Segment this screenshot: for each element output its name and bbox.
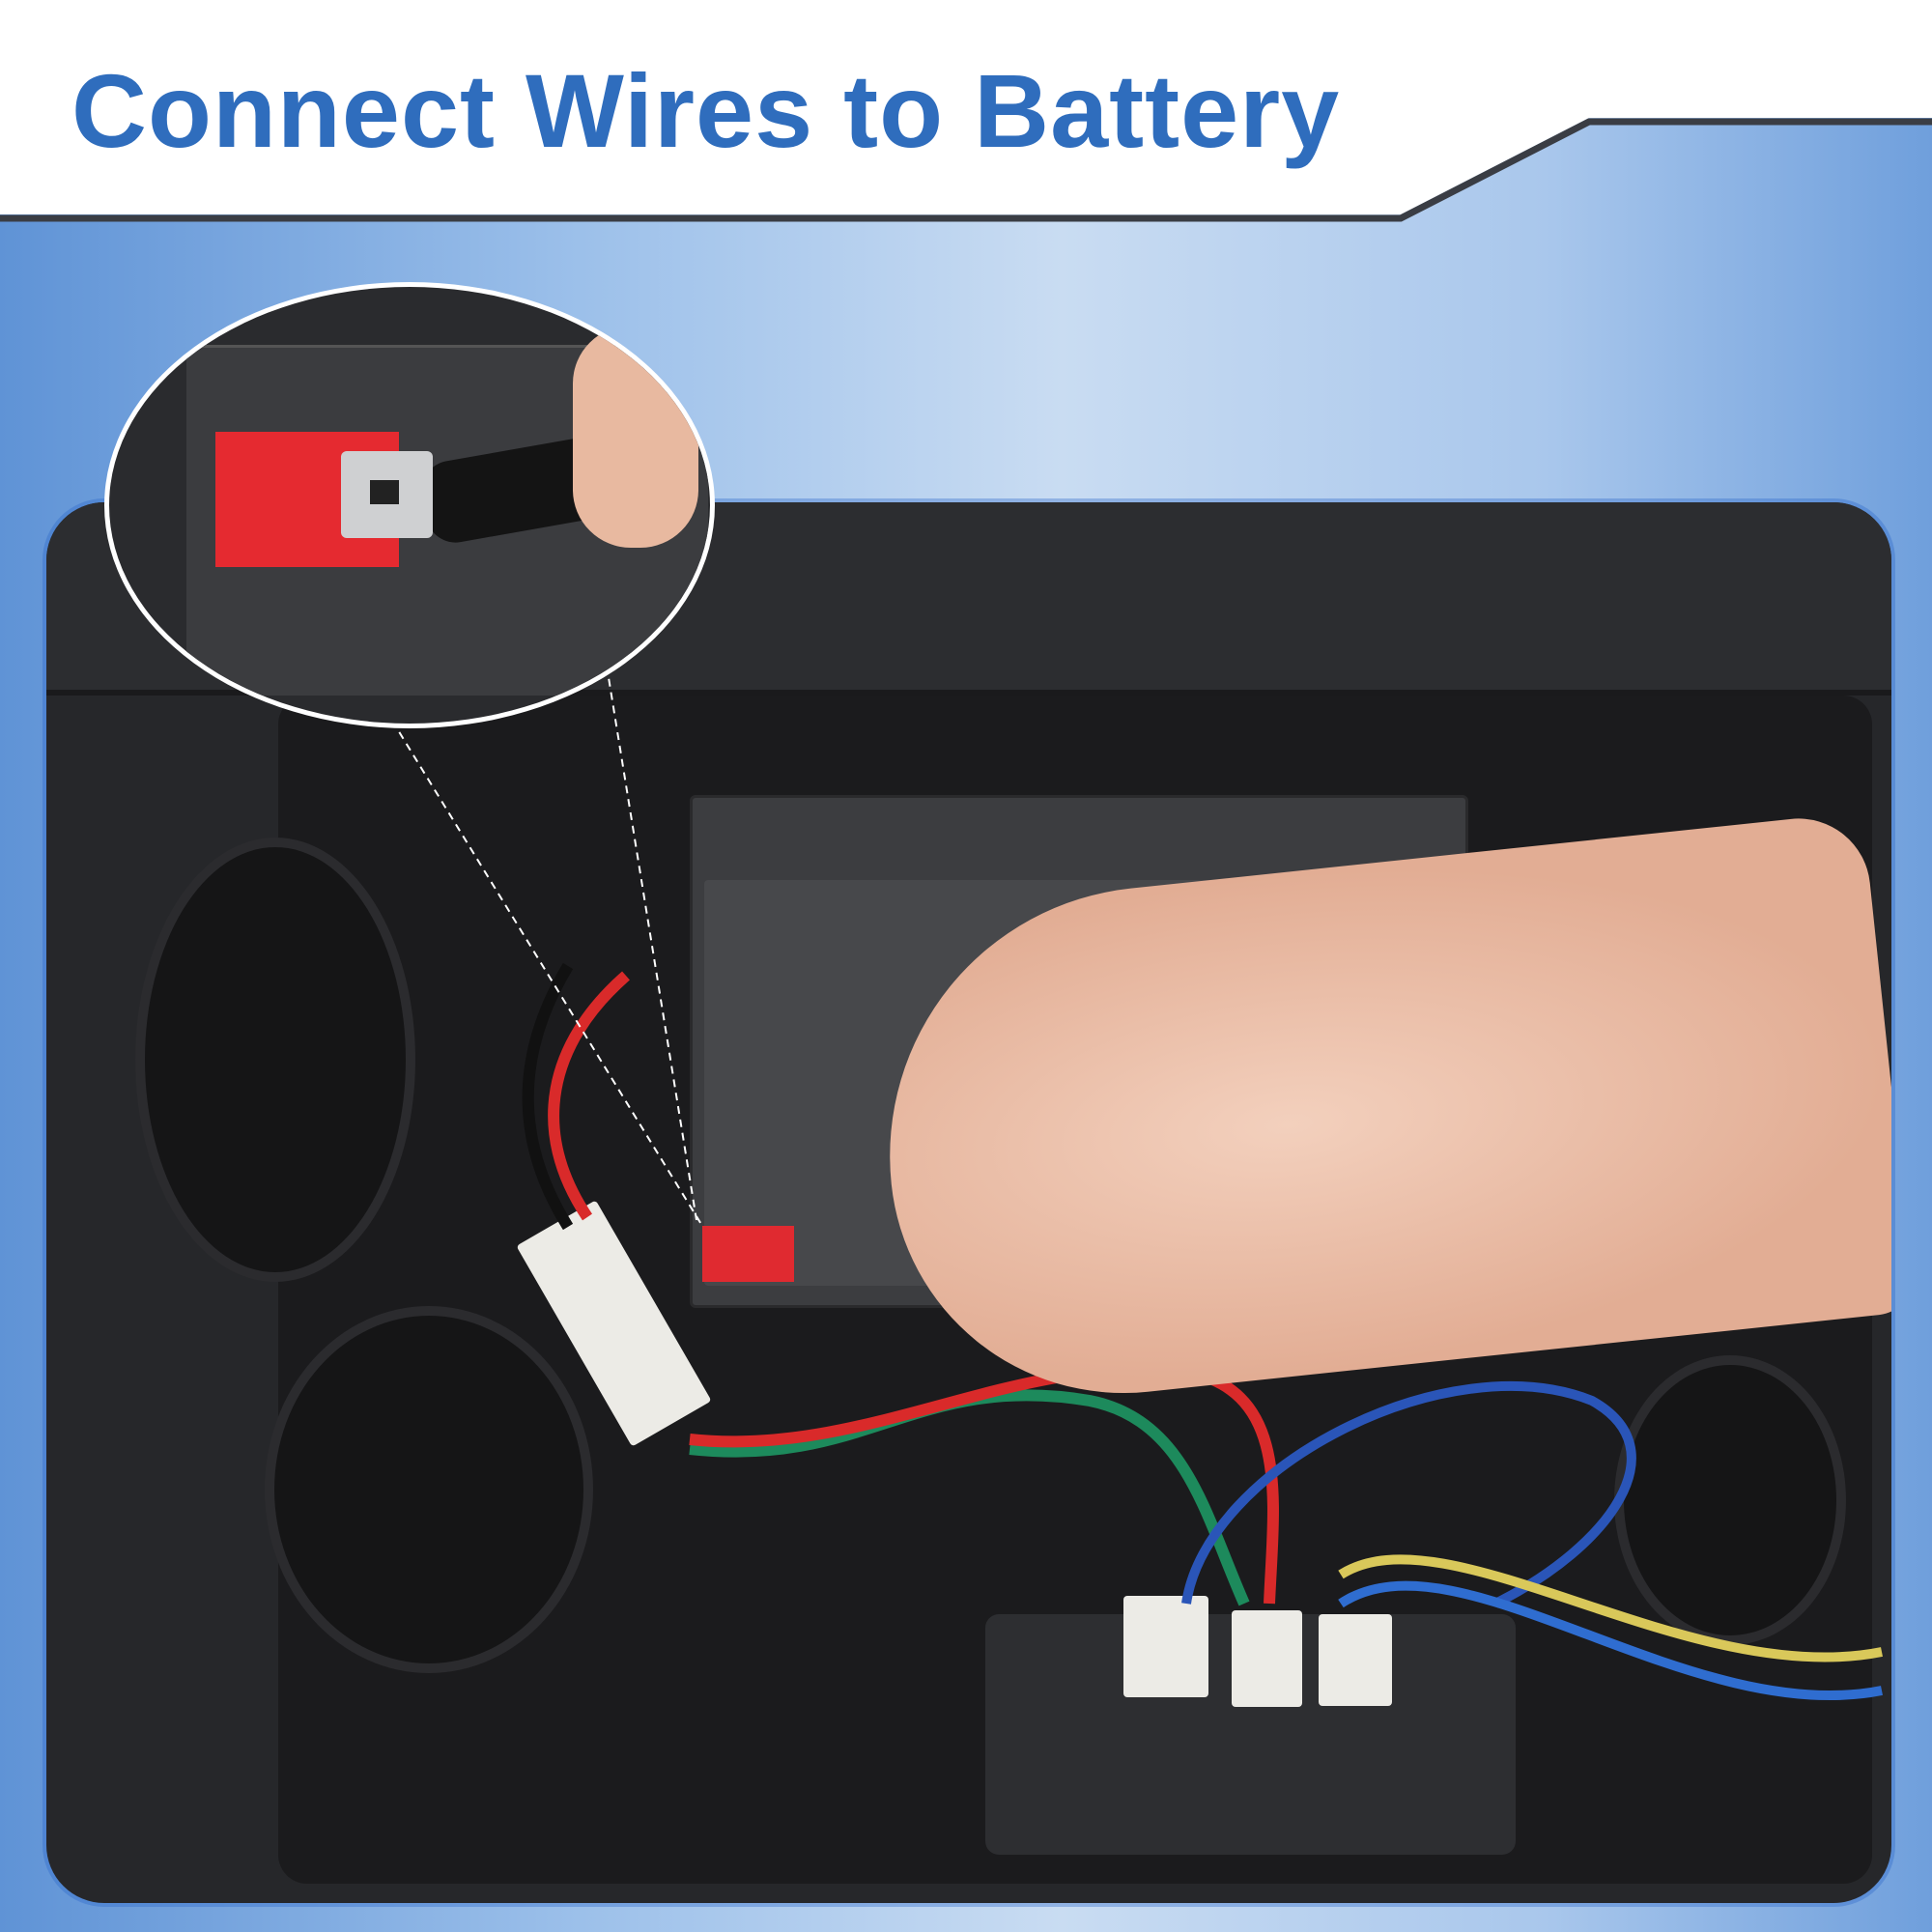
connector-plug	[1123, 1596, 1208, 1697]
connector-plug	[1232, 1610, 1302, 1707]
zoom-inset-terminal	[104, 282, 715, 728]
header-shape	[0, 0, 1932, 222]
connector-plug	[1319, 1614, 1392, 1706]
finger	[573, 326, 698, 548]
page-title: Connect Wires to Battery	[71, 52, 1341, 169]
header-banner: Connect Wires to Battery	[0, 0, 1932, 222]
motor-icon	[135, 838, 415, 1282]
product-photo	[46, 502, 1891, 1903]
speaker-icon	[1614, 1355, 1846, 1645]
battery-terminal	[702, 1226, 794, 1282]
speaker-icon	[265, 1306, 593, 1673]
